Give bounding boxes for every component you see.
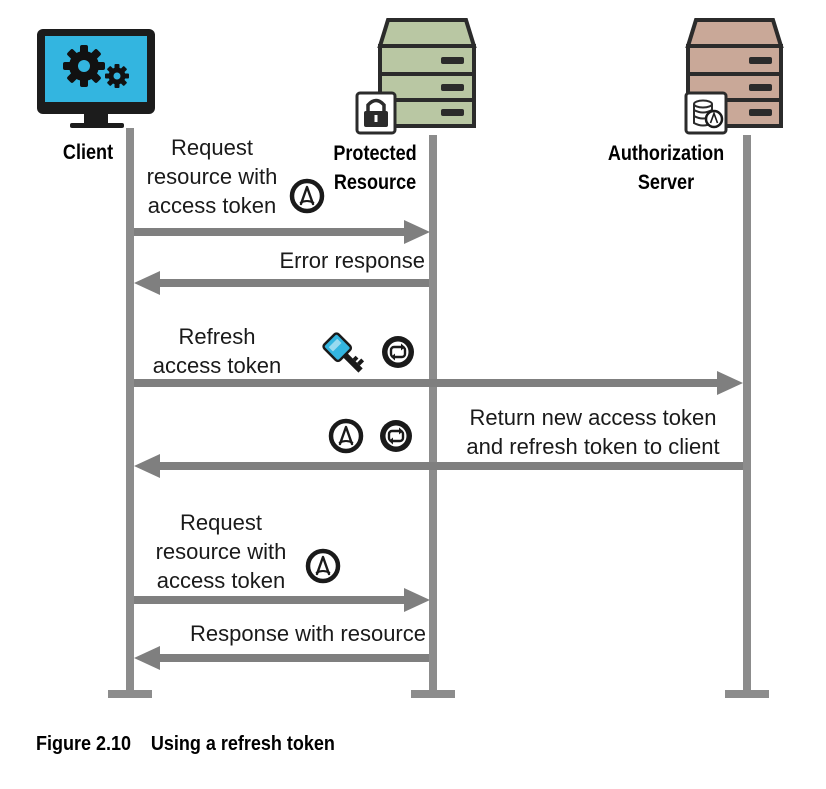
message-line: resource with bbox=[146, 164, 278, 189]
message-label-response: Response with resource bbox=[150, 619, 426, 648]
lifeline-protected-resource bbox=[411, 135, 455, 698]
refresh-token-icon bbox=[378, 418, 414, 454]
message-line: access token bbox=[147, 193, 277, 218]
key-icon bbox=[322, 332, 365, 373]
actor-protected-resource: Protected Resource bbox=[317, 139, 432, 197]
actor-label-line: Authorization bbox=[607, 142, 725, 165]
actor-label-line: Protected bbox=[333, 142, 417, 165]
arrow-response bbox=[134, 646, 429, 670]
message-line: Request bbox=[180, 510, 262, 535]
gear-small-icon bbox=[105, 64, 129, 88]
actor-label-line: Resource bbox=[333, 171, 417, 194]
message-line: Return new access token bbox=[469, 405, 717, 430]
message-label-request-2: Request resource with access token bbox=[134, 508, 308, 595]
refresh-token-icon bbox=[380, 334, 416, 370]
figure-caption: Figure 2.10 Using a refresh token bbox=[36, 733, 335, 756]
message-line: resource with bbox=[155, 539, 287, 564]
lifeline-authorization-server bbox=[725, 135, 769, 698]
message-line: access token bbox=[156, 568, 286, 593]
access-token-icon bbox=[308, 551, 338, 581]
figure-number: Figure 2.10 bbox=[36, 733, 132, 755]
message-label-error: Error response bbox=[200, 246, 425, 275]
actor-authorization-server: Authorization Server bbox=[595, 139, 738, 197]
lifeline-client bbox=[108, 128, 152, 698]
message-line: and refresh token to client bbox=[466, 434, 720, 459]
message-label-return: Return new access token and refresh toke… bbox=[440, 403, 746, 461]
arrow-request-1 bbox=[134, 220, 430, 244]
arrow-refresh bbox=[134, 371, 743, 395]
message-line: Error response bbox=[279, 248, 425, 273]
message-line: Refresh bbox=[178, 324, 256, 349]
actor-client: Client bbox=[52, 138, 124, 167]
gear-icon bbox=[63, 45, 105, 87]
message-line: Response with resource bbox=[189, 621, 426, 646]
monitor-icon bbox=[37, 29, 155, 128]
lock-icon bbox=[355, 91, 397, 135]
message-line: Request bbox=[171, 135, 253, 160]
arrow-return bbox=[134, 454, 743, 478]
arrow-request-2 bbox=[134, 588, 430, 612]
message-line: access token bbox=[152, 353, 282, 378]
message-label-request-1: Request resource with access token bbox=[134, 133, 290, 220]
actor-label: Client bbox=[62, 141, 114, 164]
token-database-icon bbox=[684, 91, 728, 135]
figure-title: Using a refresh token bbox=[150, 733, 335, 755]
message-label-refresh: Refresh access token bbox=[138, 322, 296, 380]
actor-label-line: Server bbox=[637, 171, 695, 194]
server-icon-authorization-server bbox=[685, 18, 784, 128]
access-token-icon bbox=[331, 421, 361, 451]
arrow-error bbox=[134, 271, 429, 295]
